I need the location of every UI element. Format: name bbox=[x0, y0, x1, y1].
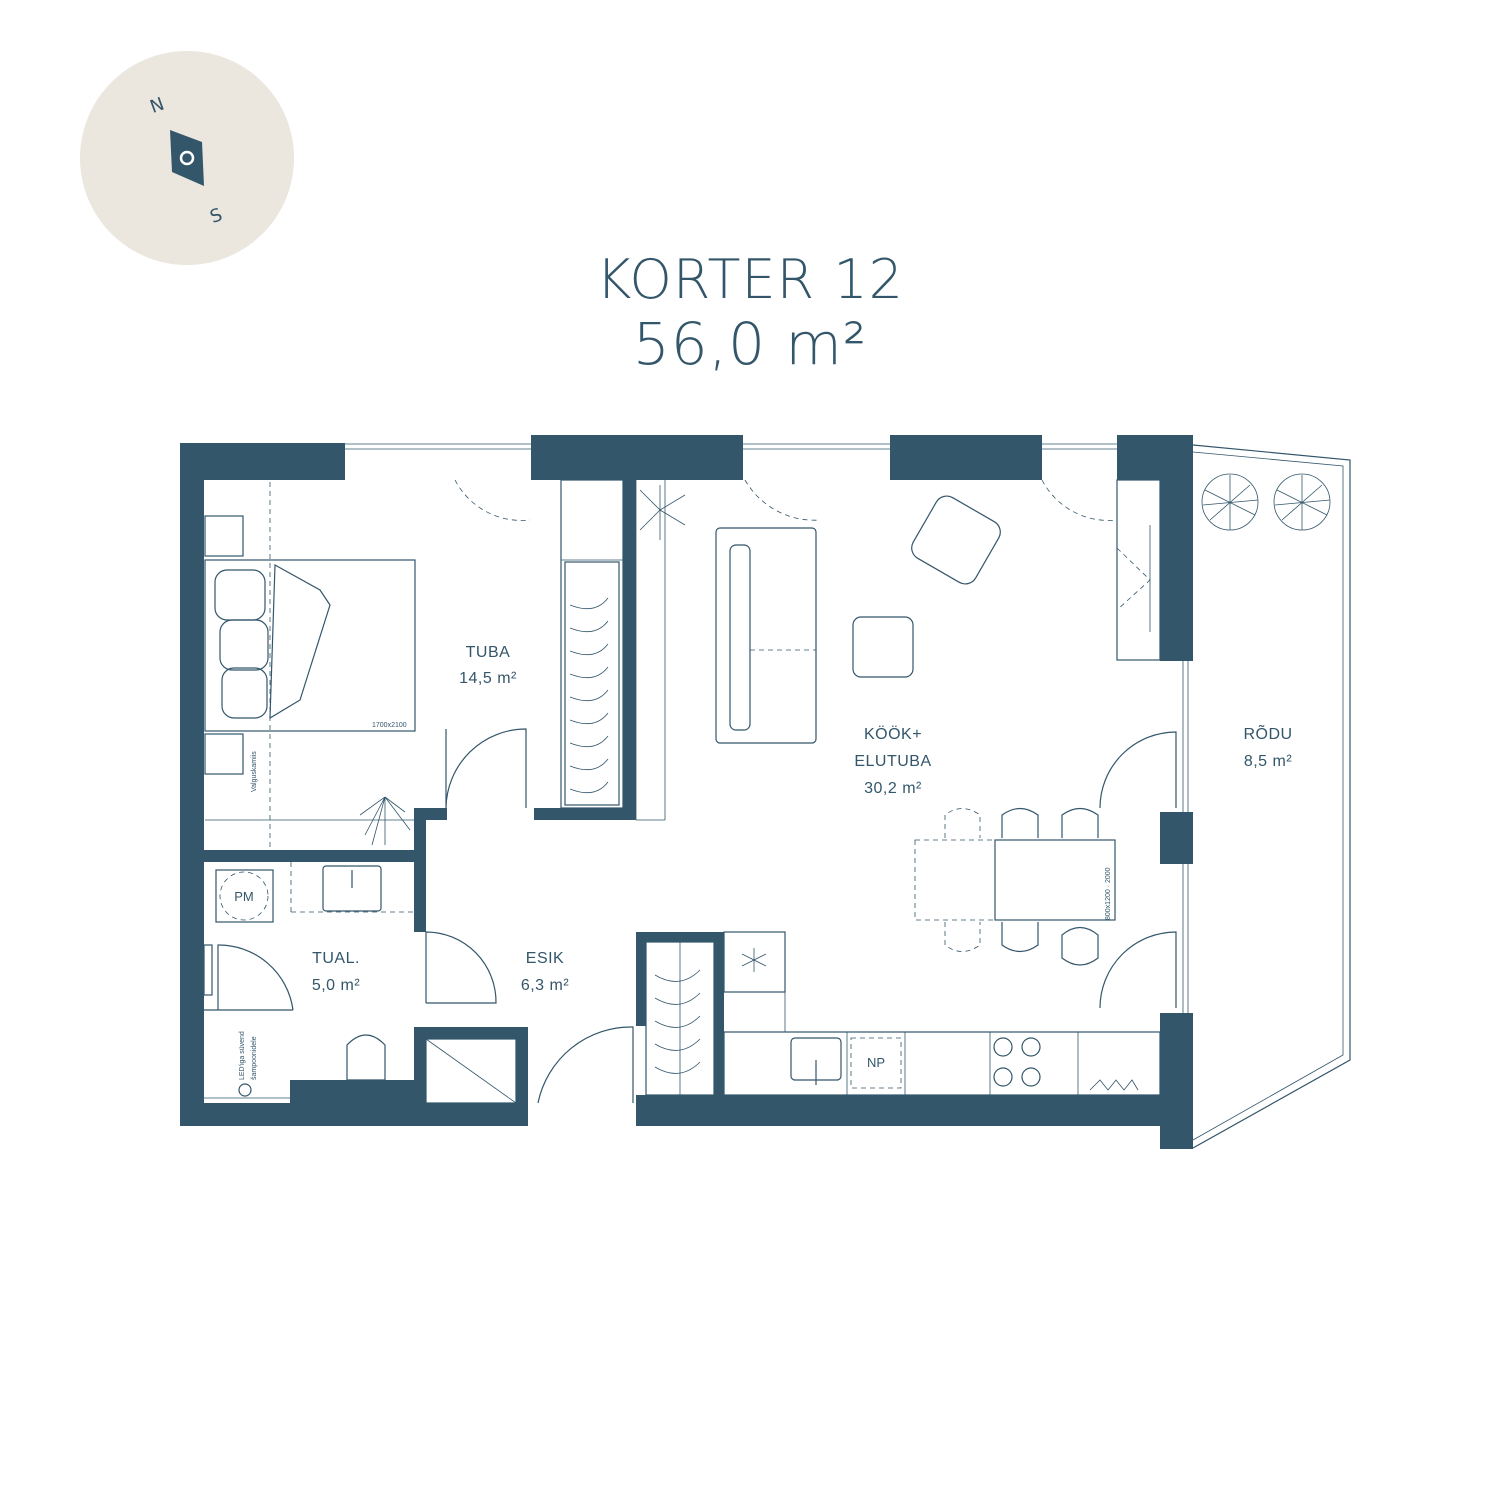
room-area-tuba: 14,5 m² bbox=[459, 670, 517, 687]
toilet-icon bbox=[346, 1034, 386, 1081]
bed bbox=[204, 559, 416, 732]
blanket bbox=[269, 563, 331, 720]
plant-icon bbox=[359, 796, 411, 846]
page-title: KORTER 12 bbox=[595, 248, 905, 311]
table-size-label: 800x1200 · 2000 bbox=[1105, 867, 1112, 920]
apartment-area: 56,0 m² bbox=[632, 310, 868, 378]
bathroom: PM LED'iga süvend šampoonidele bbox=[203, 862, 414, 1099]
led-niche-label-2: šampoonidele bbox=[251, 1036, 258, 1080]
living-furniture: 800x1200 · 2000 bbox=[635, 479, 1177, 1009]
led-niche-label-1: LED'iga süvend bbox=[239, 1031, 246, 1080]
bedroom-furniture bbox=[204, 479, 624, 848]
room-name-tual: TUAL. bbox=[312, 950, 360, 967]
bed-size-label: 1700x2100 bbox=[372, 722, 407, 729]
compass-icon bbox=[170, 130, 204, 186]
room-name-tuba: TUBA bbox=[466, 644, 511, 661]
hallway bbox=[425, 931, 715, 1104]
dining-table bbox=[994, 839, 1116, 921]
armchair bbox=[911, 495, 1001, 585]
pm-label: PM bbox=[234, 889, 254, 904]
walls bbox=[180, 435, 1193, 1149]
room-area-kook: 30,2 m² bbox=[864, 780, 922, 797]
room-labels: TUBA 14,5 m² KÖÖK+ ELUTUBA 30,2 m² RÕDU … bbox=[312, 644, 1293, 994]
compass: N S bbox=[80, 51, 294, 265]
plant-icon bbox=[1201, 473, 1331, 531]
room-name-kook-2: ELUTUBA bbox=[854, 753, 931, 770]
bathroom-sink bbox=[322, 865, 382, 912]
snowflake-icon bbox=[741, 948, 767, 972]
room-area-tual: 5,0 m² bbox=[312, 977, 361, 994]
room-name-kook-1: KÖÖK+ bbox=[864, 725, 922, 743]
kitchen: NP bbox=[723, 931, 1161, 1096]
room-area-esik: 6,3 m² bbox=[521, 977, 570, 994]
plant-icon bbox=[639, 485, 686, 540]
dishwasher-label: NP bbox=[867, 1055, 885, 1070]
room-area-rodu: 8,5 m² bbox=[1244, 753, 1293, 770]
light-shaft-label: Valguskamiis bbox=[251, 751, 258, 792]
windows bbox=[345, 443, 1189, 1013]
room-name-esik: ESIK bbox=[526, 950, 564, 967]
room-name-rodu: RÕDU bbox=[1243, 723, 1292, 743]
stove-icon bbox=[993, 1037, 1041, 1087]
balcony bbox=[1192, 444, 1351, 1149]
coffee-table bbox=[852, 616, 914, 678]
sofa bbox=[715, 527, 817, 744]
